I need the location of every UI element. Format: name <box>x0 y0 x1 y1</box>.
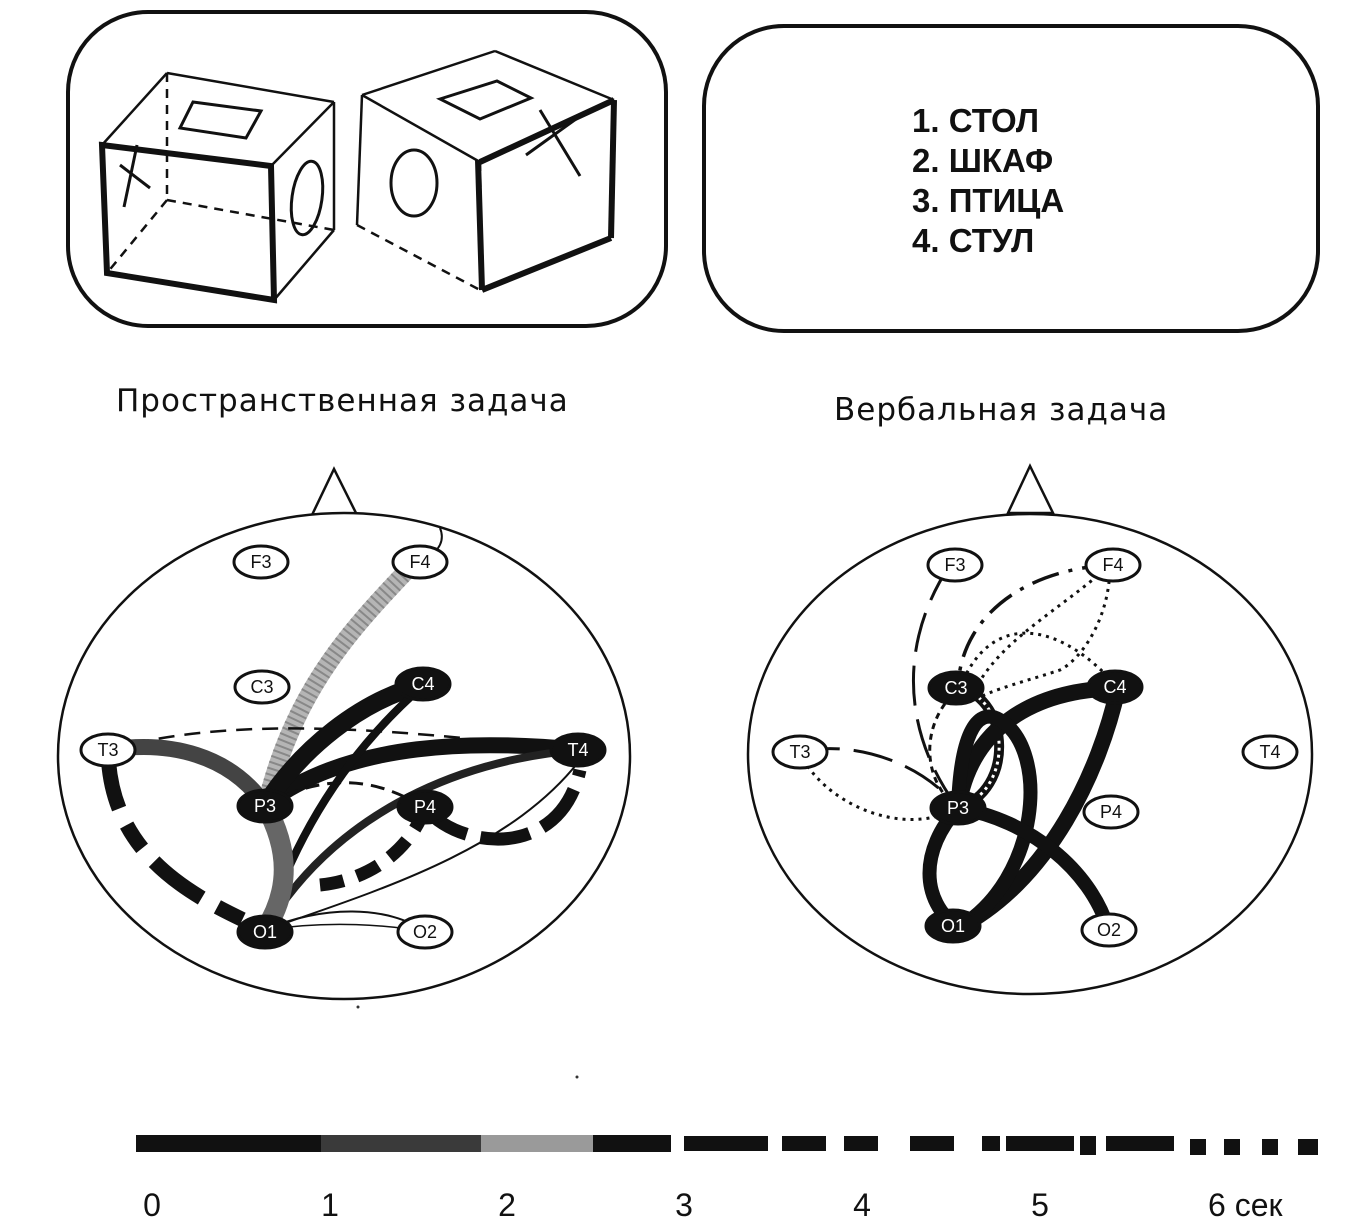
electrode-F3: F3 <box>926 547 984 583</box>
electrode-F4: F4 <box>1084 547 1142 583</box>
spatial-stimulus-frame <box>66 10 668 328</box>
svg-text:P3: P3 <box>254 796 276 816</box>
electrode-P3: P3 <box>236 788 294 824</box>
speck <box>356 1005 360 1009</box>
word-item: 4. СТУЛ <box>912 222 1034 259</box>
electrode-O1: O1 <box>924 908 982 944</box>
svg-text:C4: C4 <box>1103 677 1126 697</box>
svg-text:T3: T3 <box>97 740 118 760</box>
nose-marker <box>1006 463 1056 515</box>
svg-text:O2: O2 <box>1097 920 1121 940</box>
scale-segment-light-gray <box>481 1135 593 1152</box>
electrode-P4: P4 <box>1082 794 1140 830</box>
time-scale-legend: 0 1 2 3 4 5 6 сек <box>136 1135 1318 1223</box>
spatial-head-map: F3 F4 C3 C4 T3 T4 P3 P4 <box>56 466 632 1001</box>
electrode-C3: C3 <box>927 670 985 706</box>
electrode-T4: T4 <box>549 732 607 768</box>
svg-text:F3: F3 <box>944 555 965 575</box>
scale-dashes <box>684 1136 1318 1155</box>
verbal-stimulus-panel: 1. СТОЛ 2. ШКАФ 3. ПТИЦА 4. СТУЛ <box>702 24 1320 333</box>
svg-text:O1: O1 <box>941 916 965 936</box>
svg-text:F4: F4 <box>409 552 430 572</box>
scale-tick-label: 5 <box>1031 1187 1049 1223</box>
spatial-task-caption: Пространственная задача <box>116 383 569 419</box>
electrode-F4: F4 <box>391 544 449 580</box>
electrode-T4: T4 <box>1241 734 1299 770</box>
svg-text:O1: O1 <box>253 922 277 942</box>
svg-text:T3: T3 <box>789 742 810 762</box>
svg-text:C3: C3 <box>944 678 967 698</box>
svg-text:P3: P3 <box>947 798 969 818</box>
svg-text:T4: T4 <box>1259 742 1280 762</box>
word-item: 1. СТОЛ <box>912 102 1039 139</box>
svg-text:F4: F4 <box>1102 555 1123 575</box>
svg-text:P4: P4 <box>414 797 436 817</box>
scale-tick-label: 6 сек <box>1208 1187 1283 1223</box>
electrode-C3: C3 <box>233 669 291 705</box>
electrode-O2: O2 <box>1080 912 1138 948</box>
scale-tick-label: 4 <box>853 1187 871 1223</box>
verbal-task-caption: Вербальная задача <box>834 392 1168 428</box>
scale-tick-label: 2 <box>498 1187 516 1223</box>
word-item: 3. ПТИЦА <box>912 182 1064 219</box>
electrode-F3: F3 <box>232 544 290 580</box>
scale-segment-solid <box>136 1135 321 1152</box>
word-item: 2. ШКАФ <box>912 142 1053 179</box>
svg-text:P4: P4 <box>1100 802 1122 822</box>
svg-text:F3: F3 <box>250 552 271 572</box>
scale-tick-label: 1 <box>321 1187 339 1223</box>
verbal-stimulus-frame <box>702 24 1320 333</box>
nose-marker <box>310 466 360 517</box>
speck <box>575 1075 579 1079</box>
cube-left-icon <box>98 71 336 304</box>
electrode-P4: P4 <box>396 789 454 825</box>
svg-text:C4: C4 <box>411 674 434 694</box>
electrode-T3: T3 <box>79 732 137 768</box>
svg-text:C3: C3 <box>250 677 273 697</box>
scale-tick-label: 3 <box>675 1187 693 1223</box>
cube-right-icon <box>355 49 617 293</box>
scale-segment-solid <box>593 1135 671 1152</box>
scale-segment-dark-gray <box>321 1135 481 1152</box>
svg-text:T4: T4 <box>567 740 588 760</box>
verbal-head-map: F3 F4 C3 C4 T3 T4 P3 P4 <box>746 463 1314 996</box>
scale-tick-label: 0 <box>143 1187 161 1223</box>
electrode-T3: T3 <box>771 734 829 770</box>
electrode-C4: C4 <box>1086 669 1144 705</box>
spatial-stimulus-panel <box>66 10 668 328</box>
head-outline <box>56 511 632 1001</box>
electrode-C4: C4 <box>394 666 452 702</box>
electrode-P3: P3 <box>929 790 987 826</box>
electrode-O1: O1 <box>236 914 294 950</box>
electrode-O2: O2 <box>396 914 454 950</box>
svg-text:O2: O2 <box>413 922 437 942</box>
